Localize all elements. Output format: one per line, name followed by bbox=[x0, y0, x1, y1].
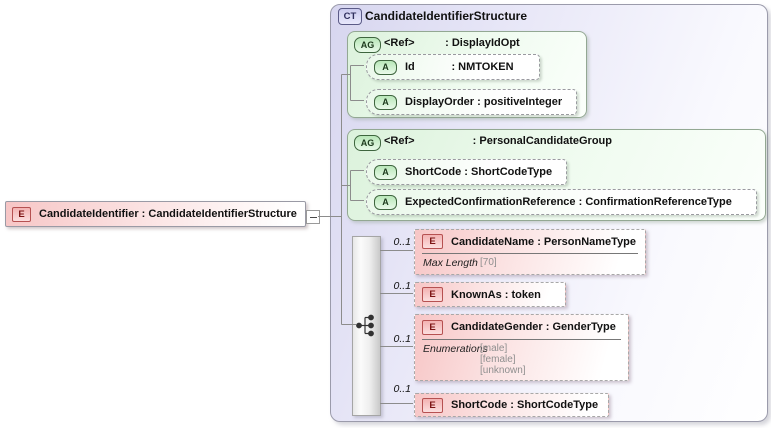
attribute-label: ExpectedConfirmationReference : Confirma… bbox=[405, 196, 732, 208]
attribute-badge: A bbox=[374, 164, 397, 180]
cardinality-label: 0..1 bbox=[393, 280, 411, 292]
attribute-label: ShortCode : ShortCodeType bbox=[405, 166, 553, 178]
cardinality-label: 0..1 bbox=[393, 383, 411, 395]
element-label: KnownAs : token bbox=[451, 288, 541, 301]
attribute-label: Id : NMTOKEN bbox=[405, 61, 514, 73]
element-knownas[interactable]: E KnownAs : token bbox=[414, 282, 566, 307]
facet-divider bbox=[422, 253, 638, 254]
attribute-group-badge: AG bbox=[354, 37, 381, 53]
element-badge: E bbox=[422, 319, 443, 335]
facet-label: Enumerations bbox=[423, 343, 488, 355]
complex-type-title: CandidateIdentifierStructure bbox=[365, 9, 528, 23]
sequence-icon bbox=[356, 314, 374, 337]
element-label: ShortCode : ShortCodeType bbox=[451, 399, 599, 411]
attribute-label: DisplayOrder : positiveInteger bbox=[405, 96, 563, 108]
attribute-badge: A bbox=[374, 94, 397, 110]
minus-icon bbox=[309, 216, 317, 218]
element-badge: E bbox=[12, 206, 31, 222]
attribute-displayorder[interactable]: A DisplayOrder : positiveInteger bbox=[366, 89, 577, 115]
cardinality-label: 0..1 bbox=[393, 333, 411, 345]
facet-value: [unknown] bbox=[480, 365, 526, 376]
root-element-box[interactable]: E CandidateIdentifier : CandidateIdentif… bbox=[5, 201, 306, 227]
attribute-shortcode[interactable]: A ShortCode : ShortCodeType bbox=[366, 159, 567, 185]
attribute-expectedconfirmationreference[interactable]: A ExpectedConfirmationReference : Confir… bbox=[366, 189, 757, 215]
attribute-group-personalcandidategroup[interactable]: AG <Ref> : PersonalCandidateGroup A Shor… bbox=[347, 129, 766, 221]
cardinality-label: 0..1 bbox=[393, 236, 411, 248]
complex-type-container: CT CandidateIdentifierStructure AG <Ref>… bbox=[330, 4, 768, 422]
element-candidatename[interactable]: E CandidateName : PersonNameType Max Len… bbox=[414, 229, 646, 275]
attribute-id[interactable]: A Id : NMTOKEN bbox=[366, 54, 540, 80]
attribute-group-badge: AG bbox=[354, 135, 381, 151]
attribute-group-label: <Ref> : DisplayIdOpt bbox=[384, 37, 520, 49]
attribute-badge: A bbox=[374, 194, 397, 210]
root-element-label: CandidateIdentifier : CandidateIdentifie… bbox=[39, 208, 297, 220]
attribute-group-label: <Ref> : PersonalCandidateGroup bbox=[384, 135, 612, 147]
attribute-group-displayidopt[interactable]: AG <Ref> : DisplayIdOpt A Id : NMTOKEN A… bbox=[347, 31, 587, 118]
facet-label: Max Length bbox=[423, 257, 478, 269]
attribute-badge: A bbox=[374, 59, 397, 75]
facet-value: [70] bbox=[480, 257, 497, 268]
facet-value: [male] bbox=[480, 343, 508, 354]
element-label: CandidateGender : GenderType bbox=[451, 321, 616, 333]
facet-divider bbox=[422, 339, 621, 340]
facet-value: [female] bbox=[480, 354, 516, 365]
complex-type-badge: CT bbox=[338, 8, 362, 25]
sequence-compositor-bar bbox=[352, 236, 381, 416]
element-shortcode[interactable]: E ShortCode : ShortCodeType bbox=[414, 393, 609, 417]
element-candidategender[interactable]: E CandidateGender : GenderType Enumerati… bbox=[414, 314, 629, 381]
element-label: CandidateName : PersonNameType bbox=[451, 235, 637, 248]
collapse-toggle-icon[interactable] bbox=[306, 210, 320, 224]
element-badge: E bbox=[422, 287, 443, 302]
element-badge: E bbox=[422, 234, 443, 249]
element-badge: E bbox=[422, 397, 443, 413]
